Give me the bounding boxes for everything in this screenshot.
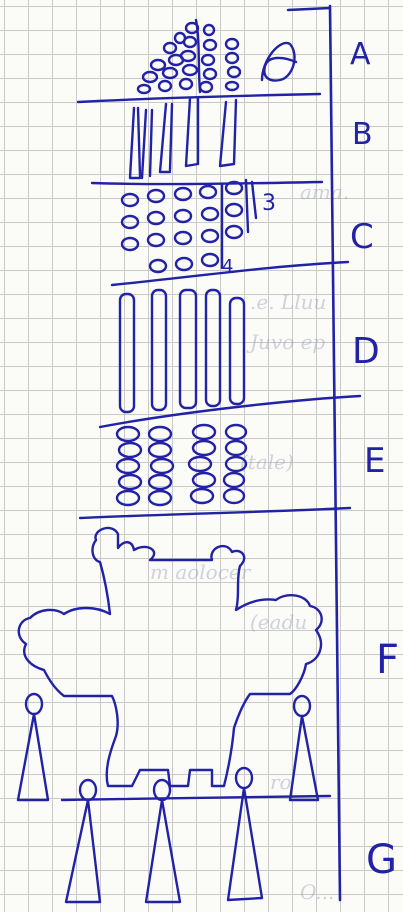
separator-b-c xyxy=(92,182,322,184)
section-b-tall-rectangles xyxy=(130,98,236,178)
section-label-g: G xyxy=(366,840,397,880)
section-c-circle-grid xyxy=(122,180,256,272)
section-d-columns xyxy=(120,290,244,412)
section-label-c: C xyxy=(350,220,374,254)
section-f-cross-outline xyxy=(19,528,322,786)
section-label-d: D xyxy=(352,334,380,370)
label-four: 4 xyxy=(222,256,233,277)
label-three: 3 xyxy=(262,191,276,216)
section-label-f: F xyxy=(376,640,399,680)
section-e-ellipse-stacks xyxy=(117,425,246,505)
section-label-e: E xyxy=(364,444,385,478)
separator-e-f xyxy=(80,508,350,518)
section-label-a: A xyxy=(350,40,371,70)
section-a-bead-clusters xyxy=(138,20,296,93)
section-label-b: B xyxy=(352,120,373,150)
